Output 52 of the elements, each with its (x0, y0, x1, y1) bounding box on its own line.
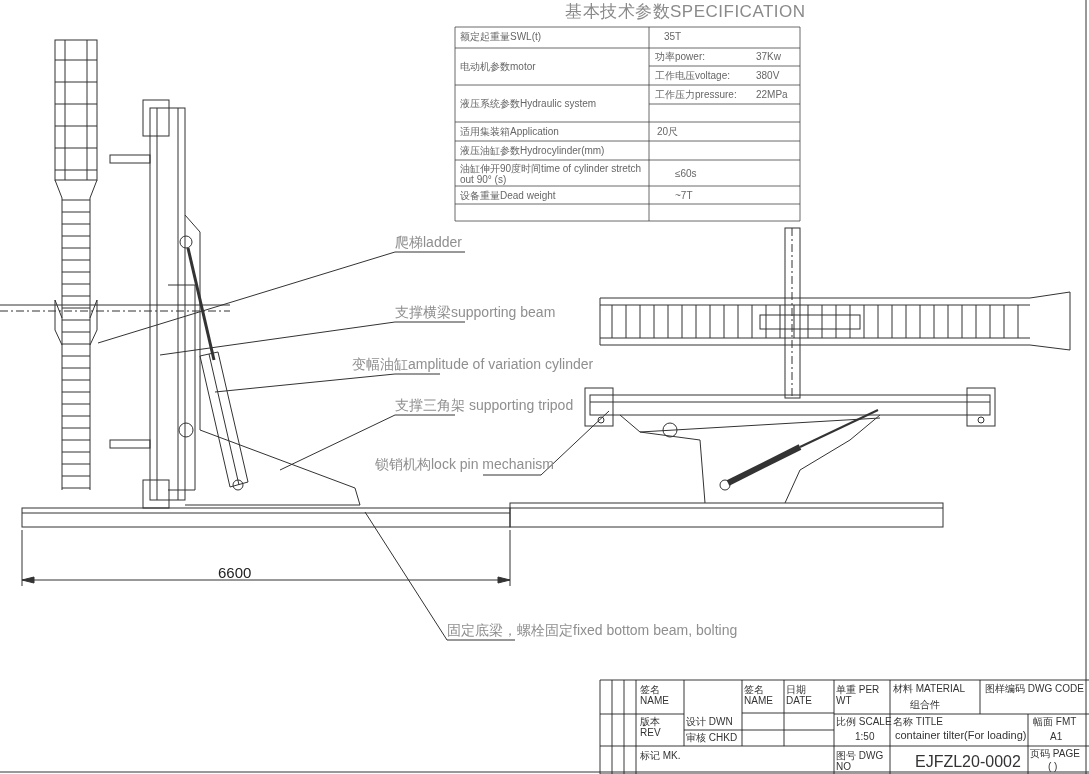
leader-line (279, 414, 456, 471)
callout-label: 支撑横梁supporting beam (395, 303, 556, 321)
spec-value: 380V (756, 70, 780, 81)
leader-line (364, 511, 516, 641)
title-block-label: 1:50 (855, 731, 875, 742)
spec-label: 工作电压voltage: (655, 70, 731, 81)
title-block-label: 材料 MATERIAL (893, 683, 966, 694)
callout-label: 变幅油缸amplitude of variation cylinder (352, 355, 594, 373)
spec-label: 液压系统参数Hydraulic system (460, 98, 597, 109)
drawing-number: EJFZL20-0002 (915, 753, 1021, 770)
spec-label: 工作压力pressure: (655, 89, 737, 100)
title-block-label: 图样编码 DWG CODE (985, 683, 1084, 694)
callout-label: 锁销机构lock pin mechanism (375, 455, 554, 473)
leader-line (97, 251, 466, 344)
leader-line (482, 410, 610, 476)
title-block-label: 版本 REV (640, 716, 662, 738)
spec-label: 电动机参数motor (460, 61, 536, 72)
title-block-label: 签名 NAME (640, 684, 670, 706)
table-title: 基本技术参数SPECIFICATION (565, 1, 806, 23)
leader-line (159, 321, 466, 356)
title-block-label: A1 (1050, 731, 1063, 742)
title-block-label: 名称 TITLE (893, 716, 943, 727)
spec-label: 适用集装箱Application (460, 126, 559, 137)
title-block-label: ( ) (1048, 761, 1058, 772)
callout-label: 爬梯ladder (395, 233, 462, 251)
title-block-label: 幅面 FMT (1033, 716, 1077, 727)
spec-value: 20尺 (657, 126, 679, 137)
spec-label: 液压油缸参数Hydrocylinder(mm) (460, 145, 605, 156)
spec-label: 额定起重量SWL(t) (460, 31, 542, 42)
callout-label: 固定底梁，螺栓固定fixed bottom beam, bolting (447, 621, 738, 639)
title-block-label: 图号 DWG NO (836, 750, 885, 772)
spec-label: 设备重量Dead weight (460, 190, 556, 201)
title-block-label: 页码 PAGE (1030, 748, 1080, 759)
title-block-label: 比例 SCALE (836, 716, 892, 727)
spec-value: ≤60s (675, 168, 697, 179)
spec-value: 35T (664, 31, 682, 42)
spec-label: 油缸伸开90度时间time of cylinder stretch out 90° (s) (460, 163, 643, 185)
leader-line (214, 373, 441, 393)
spec-label: 功率power: (655, 51, 705, 62)
title-block-label: 标记 MK. (640, 750, 682, 761)
callout-label: 支撑三角架 supporting tripod (395, 396, 574, 414)
spec-value: ~7T (675, 190, 693, 201)
title-block-label: 组合件 (910, 699, 940, 710)
title-block-label: 设计 DWN (686, 716, 733, 727)
spec-value: 22MPa (756, 89, 788, 100)
title-block-label: 单重 PER WT (836, 684, 881, 706)
dimension-value: 6600 (218, 565, 252, 581)
title-block-label: 审核 CHKD (686, 732, 738, 743)
drawing-title: container tilter(For loading) (895, 729, 1027, 741)
title-block-label: 签名 NAME (744, 684, 774, 706)
spec-value: 37Kw (756, 51, 781, 62)
title-block-label: 日期 DATE (786, 684, 813, 706)
